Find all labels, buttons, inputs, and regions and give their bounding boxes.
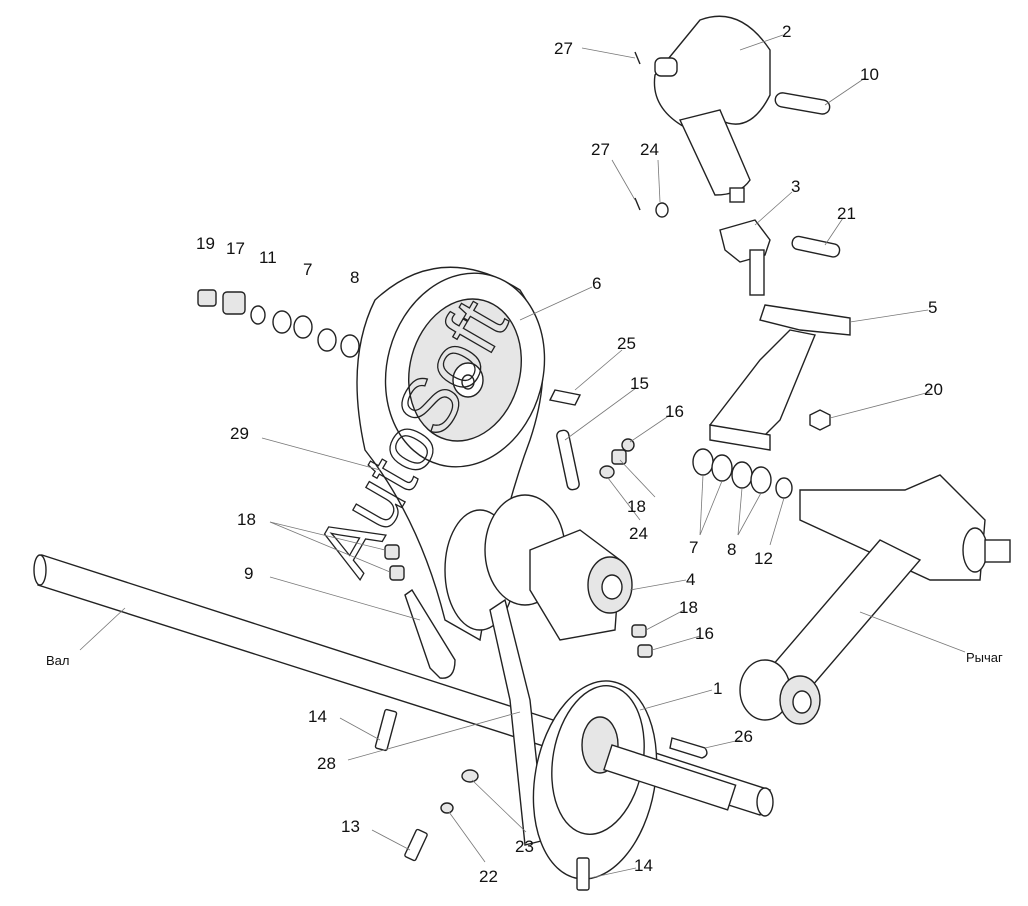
- label-5: 5: [928, 298, 937, 317]
- nut-part: [637, 644, 653, 658]
- label-18: 18: [237, 510, 256, 529]
- label-16: 16: [695, 624, 714, 643]
- fork-rod-part: [749, 249, 765, 296]
- leader-lines: [79, 34, 966, 879]
- label-8: 8: [350, 268, 359, 287]
- key-part: [669, 737, 708, 759]
- label-20: 20: [924, 380, 943, 399]
- label-6: 6: [592, 274, 601, 293]
- nut-part: [809, 409, 831, 431]
- nut-part: [621, 438, 635, 452]
- bracket-arm-part: [709, 329, 816, 441]
- label-25: 25: [617, 334, 636, 353]
- label-11: 11: [259, 248, 277, 267]
- bracket-foot-part: [709, 424, 771, 451]
- washer-part: [655, 202, 669, 218]
- lower-pulley-part: [489, 598, 737, 880]
- washers-left: [197, 289, 360, 358]
- bolt-part: [404, 828, 428, 862]
- label-7: 7: [689, 538, 698, 557]
- label-17: 17: [226, 239, 245, 258]
- label-29: 29: [230, 424, 249, 443]
- label-27: 27: [591, 140, 610, 159]
- parts: [33, 15, 1011, 891]
- label-13: 13: [341, 817, 360, 836]
- bracket-top-part: [759, 304, 851, 336]
- washer-part: [461, 769, 479, 783]
- nut-part: [611, 449, 627, 465]
- label-14: 14: [634, 856, 653, 875]
- label-16: 16: [665, 402, 684, 421]
- tension-arm-part: [404, 588, 456, 679]
- nut-part: [384, 544, 400, 560]
- label-10: 10: [860, 65, 879, 84]
- label-28: 28: [317, 754, 336, 773]
- label-24: 24: [640, 140, 659, 159]
- label-23: 23: [515, 837, 534, 856]
- label-lever: Рычаг: [966, 650, 1003, 665]
- bolt-part: [576, 857, 590, 891]
- label-18: 18: [679, 598, 698, 617]
- label-15: 15: [630, 374, 649, 393]
- bolt-part: [374, 708, 398, 752]
- label-21: 21: [837, 204, 856, 223]
- nut-part: [631, 624, 647, 638]
- label-7: 7: [303, 260, 312, 279]
- nut-part: [389, 565, 405, 581]
- label-9: 9: [244, 564, 253, 583]
- part-labels: 27 2 10 27 24 3 21 19 17 11 7 8 6 5 25 1…: [46, 22, 1003, 886]
- cotter-pin-part: [634, 51, 641, 65]
- washers-right: [692, 448, 793, 499]
- pin-part: [774, 92, 831, 115]
- label-shaft: Вал: [46, 653, 70, 668]
- pin-part: [791, 235, 841, 258]
- cotter-pin-part: [634, 197, 641, 211]
- lever-part: [739, 474, 1011, 725]
- label-26: 26: [734, 727, 753, 746]
- label-19: 19: [196, 234, 215, 253]
- washer-part: [599, 465, 615, 479]
- label-14: 14: [308, 707, 327, 726]
- label-8: 8: [727, 540, 736, 559]
- bolt-part: [556, 429, 580, 491]
- label-12: 12: [754, 549, 773, 568]
- label-22: 22: [479, 867, 498, 886]
- label-27: 27: [554, 39, 573, 58]
- nut-part: [440, 802, 454, 814]
- label-18: 18: [627, 497, 646, 516]
- label-2: 2: [782, 22, 791, 41]
- actuator-part: [653, 15, 771, 203]
- label-1: 1: [713, 679, 722, 698]
- label-24: 24: [629, 524, 648, 543]
- tensioner-part: [444, 494, 633, 641]
- label-4: 4: [686, 570, 695, 589]
- label-3: 3: [791, 177, 800, 196]
- key-part: [548, 389, 582, 406]
